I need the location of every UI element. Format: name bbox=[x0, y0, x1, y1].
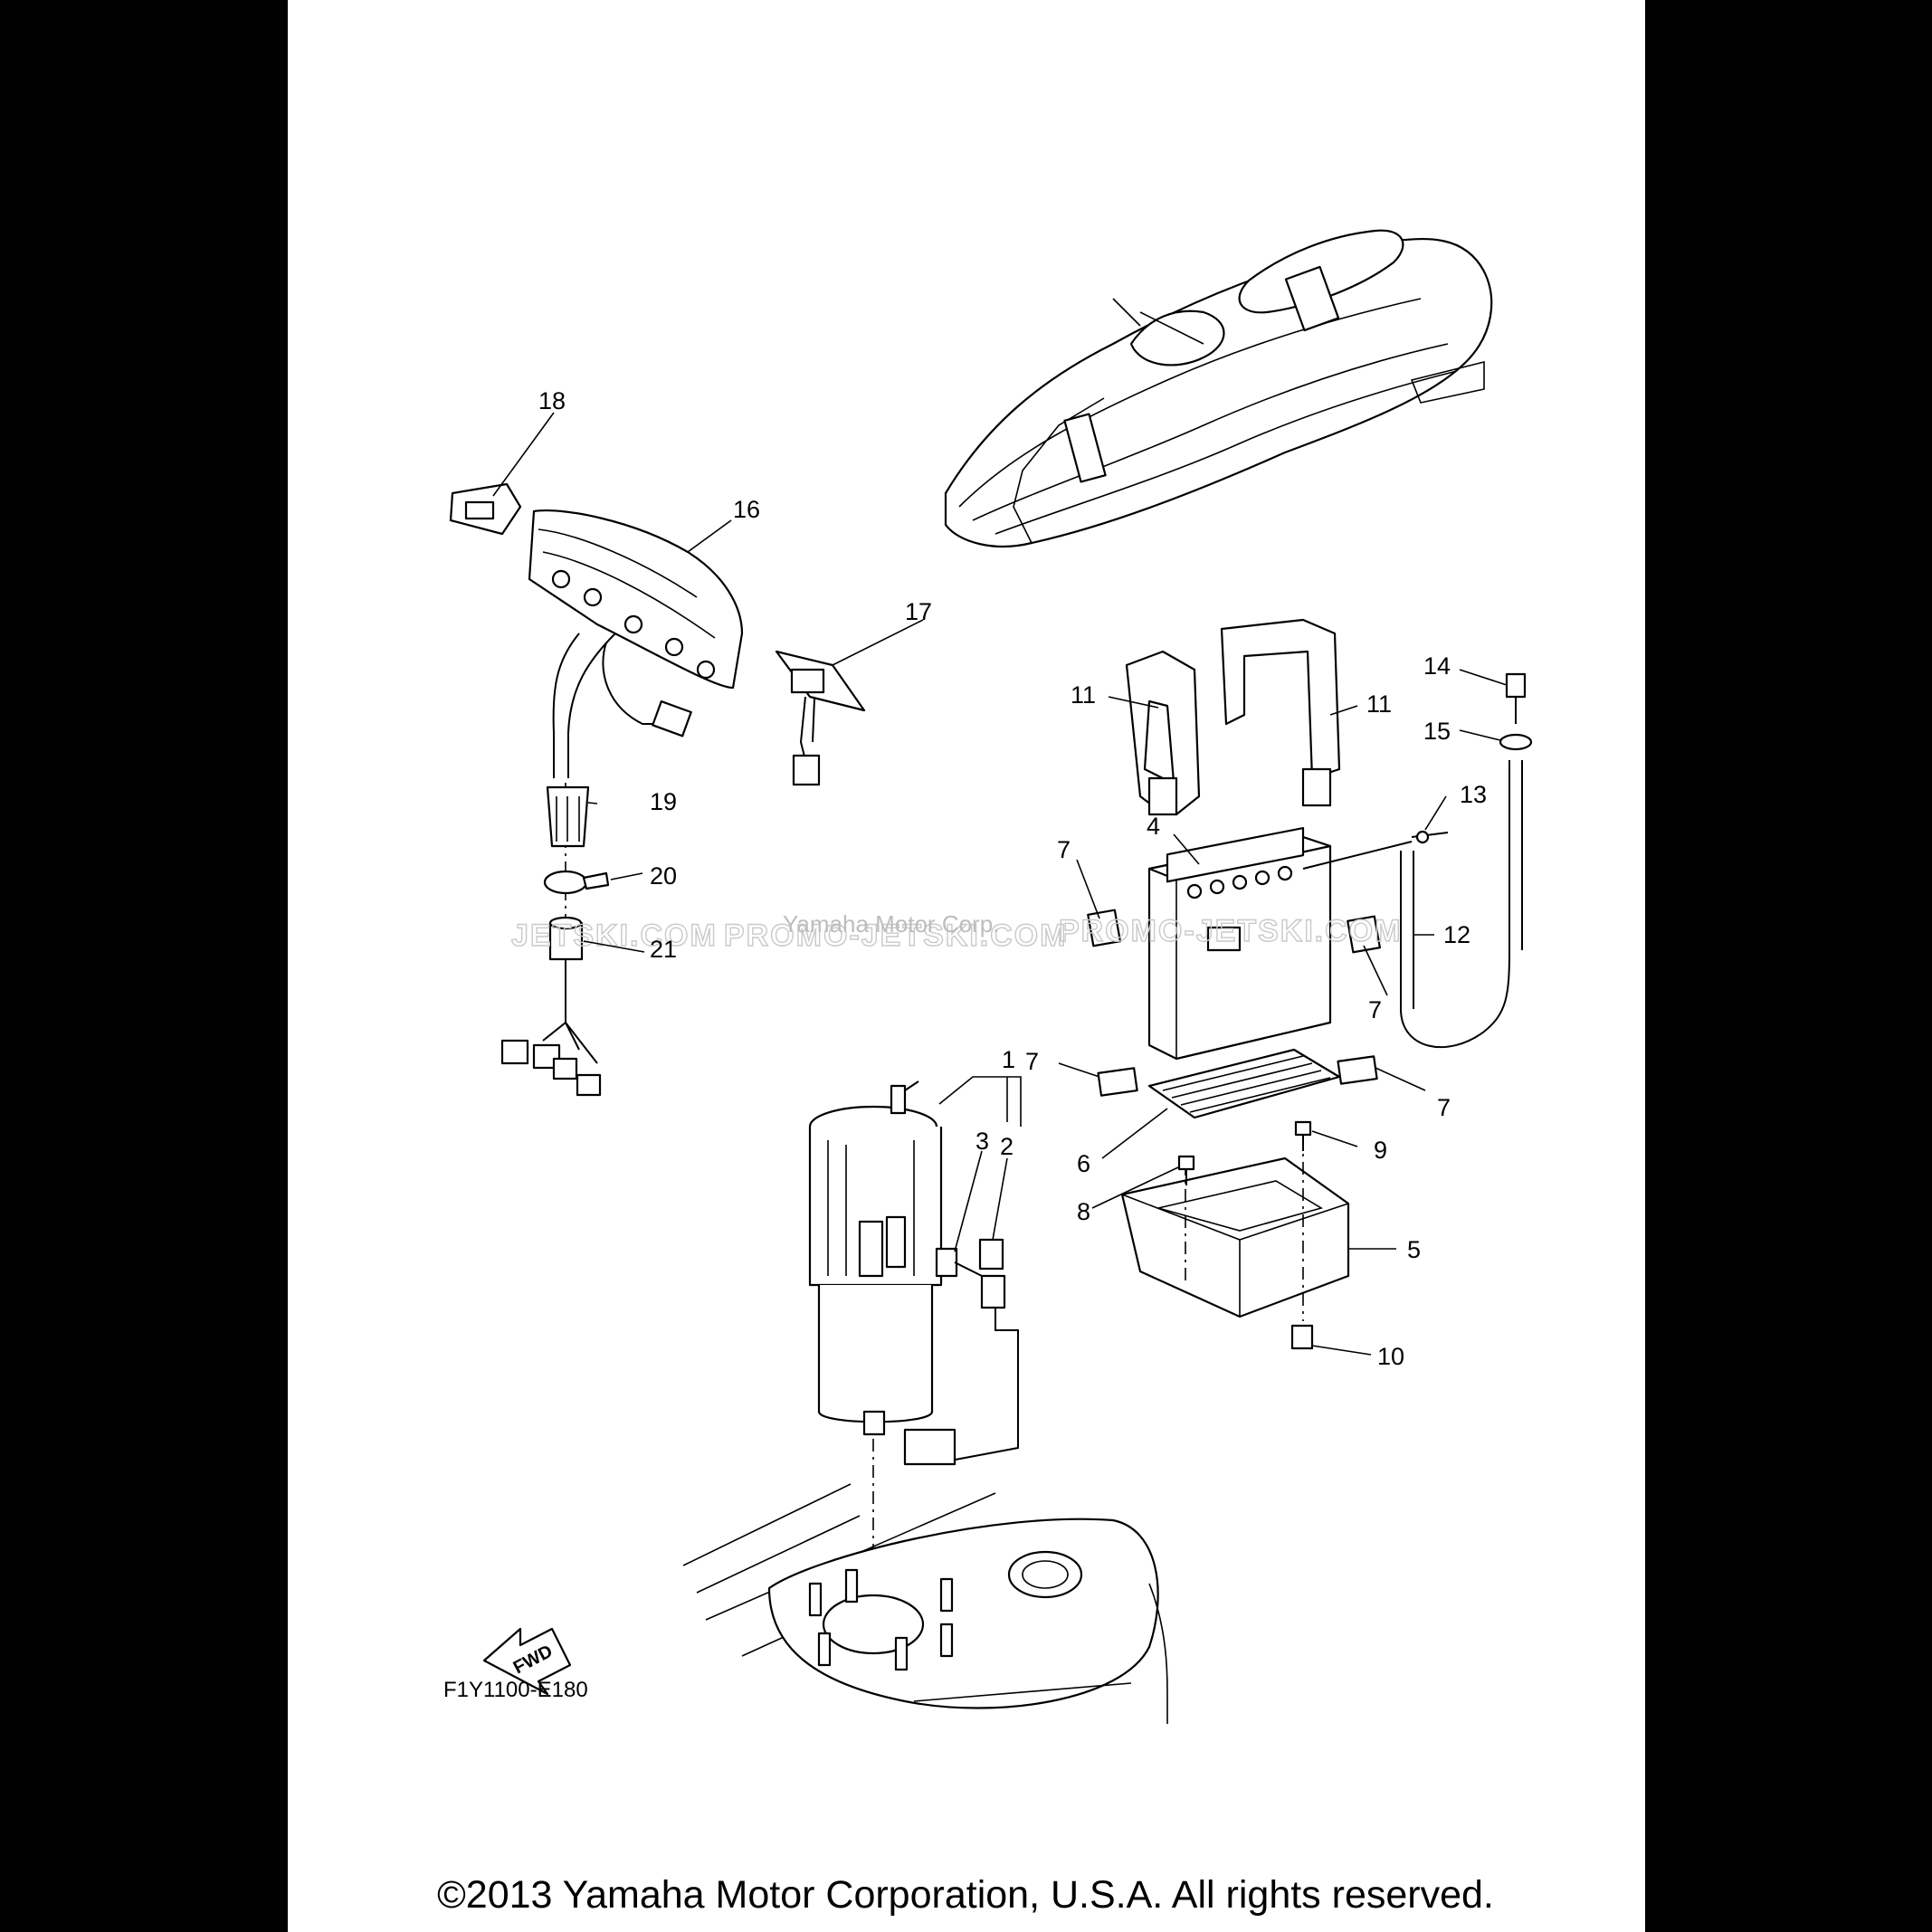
callout-13: 13 bbox=[1460, 781, 1487, 808]
callout-labels: 18 16 17 19 20 21 11 11 4 7 7 7 7 6 8 9 … bbox=[538, 387, 1487, 1370]
battery-pads bbox=[1087, 909, 1381, 1097]
callout-16: 16 bbox=[733, 496, 760, 523]
callout-8: 8 bbox=[1077, 1198, 1090, 1225]
callout-11-left: 11 bbox=[1071, 681, 1096, 709]
watermark-site-right: PROMO-JETSKI.COM bbox=[1059, 914, 1403, 948]
callout-12: 12 bbox=[1443, 921, 1470, 948]
watercraft-illustration bbox=[944, 229, 1493, 548]
watermark-site-mid: PROMO-JETSKI.COM bbox=[724, 918, 1068, 953]
callout-20: 20 bbox=[650, 862, 677, 890]
watermark-site-left: JETSKI.COM bbox=[511, 918, 718, 953]
callout-21: 21 bbox=[650, 936, 677, 963]
meter-assembly bbox=[528, 509, 744, 778]
callout-4: 4 bbox=[1147, 813, 1160, 840]
copyright-notice: ©2013 Yamaha Motor Corporation, U.S.A. A… bbox=[437, 1873, 1494, 1917]
callout-7-lower-left: 7 bbox=[1025, 1048, 1039, 1075]
callout-10: 10 bbox=[1377, 1343, 1404, 1370]
fuel-tank bbox=[682, 1483, 1168, 1724]
vent-hose bbox=[1302, 672, 1533, 1049]
callout-19: 19 bbox=[650, 788, 677, 815]
fuel-pump-assembly bbox=[808, 1080, 1019, 1620]
callout-7-upper-left: 7 bbox=[1057, 836, 1071, 863]
diagram-code: F1Y1100-E180 bbox=[443, 1678, 588, 1702]
callout-15: 15 bbox=[1423, 718, 1451, 745]
callout-17: 17 bbox=[905, 598, 932, 625]
battery-mat bbox=[1147, 1048, 1341, 1119]
watermark-overlay: Yamaha Motor Corp. bbox=[783, 910, 999, 937]
battery-case bbox=[1120, 1136, 1350, 1350]
callout-1: 1 bbox=[1002, 1046, 1015, 1073]
part-17 bbox=[775, 650, 866, 786]
leader-lines bbox=[492, 412, 1508, 1356]
callout-18: 18 bbox=[538, 387, 566, 414]
callout-3: 3 bbox=[976, 1128, 989, 1155]
watermark: JETSKI.COM PROMO-JETSKI.COM PROMO-JETSKI… bbox=[510, 910, 1403, 954]
battery bbox=[1147, 826, 1332, 1061]
callout-7-lower-right: 7 bbox=[1437, 1094, 1451, 1121]
part-18 bbox=[449, 482, 522, 536]
battery-bands bbox=[1125, 618, 1341, 816]
callout-14: 14 bbox=[1423, 652, 1451, 680]
callout-6: 6 bbox=[1077, 1150, 1090, 1177]
callout-7-upper-right: 7 bbox=[1368, 996, 1382, 1023]
parts-19-20-21 bbox=[500, 783, 610, 1097]
callout-9: 9 bbox=[1374, 1137, 1387, 1164]
fwd-arrow-icon: FWD bbox=[482, 1627, 572, 1696]
bolts bbox=[1177, 1120, 1312, 1185]
callout-2: 2 bbox=[1000, 1133, 1014, 1160]
callout-11-right: 11 bbox=[1366, 690, 1392, 718]
callout-5: 5 bbox=[1407, 1236, 1421, 1263]
